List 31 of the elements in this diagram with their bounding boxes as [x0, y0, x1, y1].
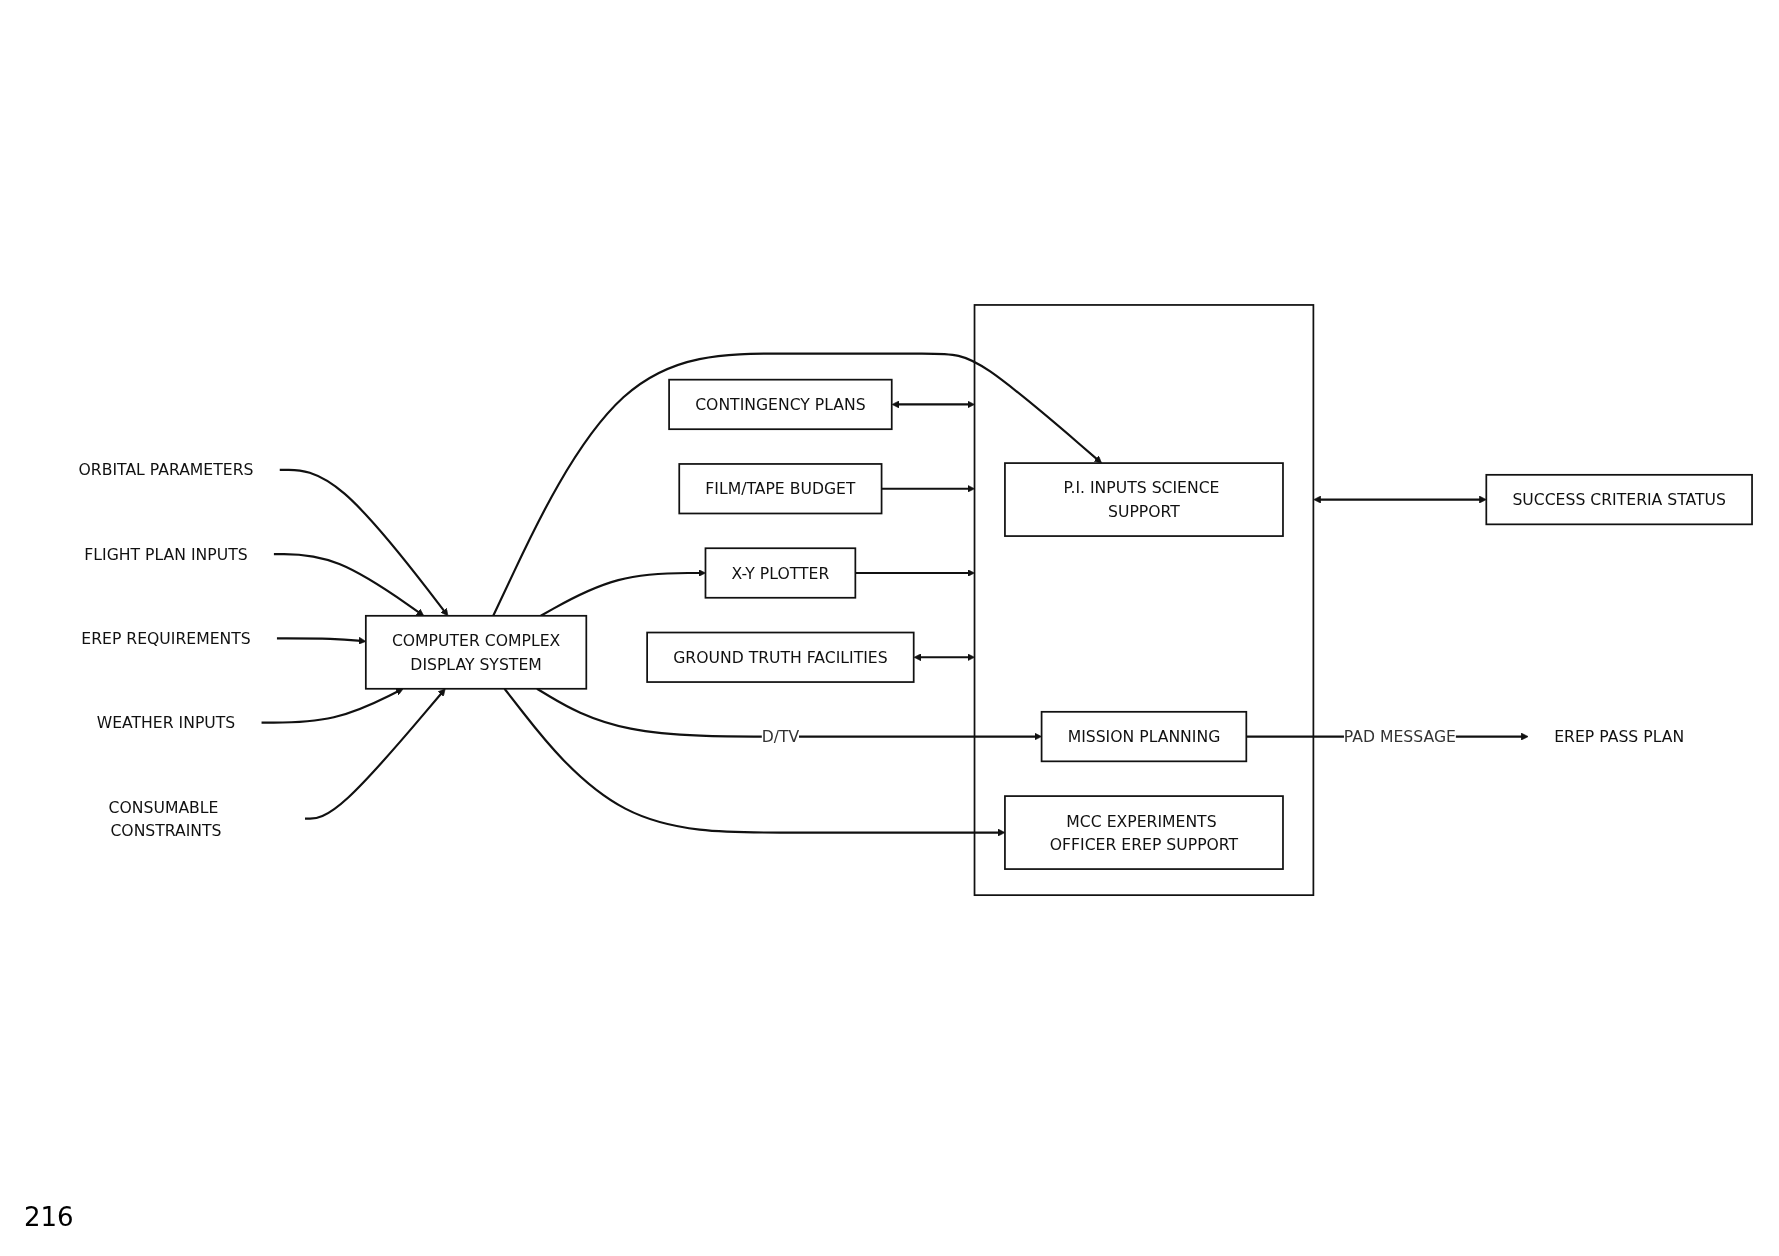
node-text: EREP REQUIREMENTS — [81, 629, 251, 648]
arrow — [913, 653, 975, 662]
node-text: FLIGHT PLAN INPUTS — [84, 544, 248, 564]
node-text: CONSUMABLE CONSTRAINTS — [108, 797, 222, 840]
arrow — [261, 688, 404, 724]
node-box: P.I. INPUTS SCIENCE SUPPORT — [1004, 462, 1284, 537]
node-box: MISSION PLANNING — [1040, 710, 1248, 763]
arrow — [1313, 495, 1487, 504]
cluster — [973, 304, 1315, 896]
node-box: MCC EXPERIMENTS OFFICER EREP SUPPORT — [1004, 795, 1284, 870]
edge-label: D/TV — [761, 727, 800, 746]
arrow — [536, 687, 1042, 741]
arrow — [855, 569, 975, 577]
node-box: X-Y PLOTTER — [704, 547, 857, 599]
arrow — [305, 688, 446, 820]
arrow — [891, 400, 975, 409]
node-box: SUCCESS CRITERIA STATUS — [1485, 473, 1753, 526]
node-text: WEATHER INPUTS — [96, 713, 236, 732]
node-text: ORBITAL PARAMETERS — [78, 460, 254, 479]
arrow — [881, 484, 975, 493]
node-box: COMPUTER COMPLEX DISPLAY SYSTEM — [364, 614, 588, 690]
node-box: CONTINGENCY PLANS — [668, 378, 893, 431]
arrow — [279, 468, 449, 617]
arrow — [492, 352, 1102, 617]
node-text: EREP PASS PLAN — [1554, 727, 1685, 746]
node-box: GROUND TRUTH FACILITIES — [646, 631, 915, 683]
page-number: 216 — [24, 1202, 74, 1232]
arrow — [540, 569, 706, 617]
arrow — [273, 552, 425, 617]
edge-label: PAD MESSAGE — [1343, 727, 1456, 746]
node-box: FILM/TAPE BUDGET — [678, 463, 883, 515]
